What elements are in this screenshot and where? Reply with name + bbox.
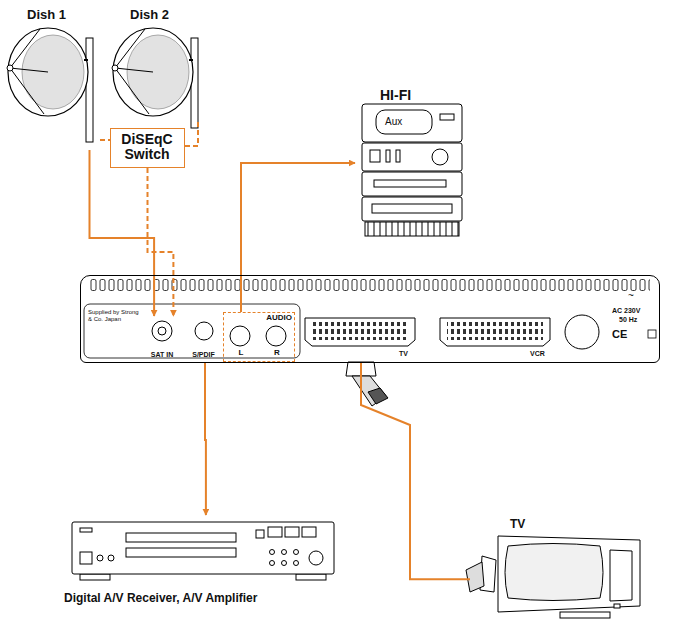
scart-pins [312,322,408,340]
label-text: Dish 1 [27,8,66,22]
av-receiver [72,522,334,580]
jack [195,322,213,340]
jack [266,326,286,346]
hifi-system: HI-FI Aux [355,88,470,238]
scart-pins [447,322,543,340]
port: S/PDIF [188,316,222,362]
satellite-dish [112,28,198,128]
label-text: HI-FI [380,88,411,103]
jack [152,321,172,341]
cable-connector [90,150,155,316]
cable-connector [185,122,198,146]
cable-connector [148,168,174,316]
label-text: L [234,349,248,358]
label-text: Supplied by Strong & Co. Japan [88,309,140,322]
scart-plug [466,556,496,592]
port: SAT IN [141,316,186,362]
label-text: VCR [530,350,545,358]
label-text: AUDIO [258,314,292,323]
spec-label: CE [612,328,627,340]
cable-connector [100,139,110,141]
label-text: R [270,349,284,358]
label-text: TV [399,350,408,358]
tv-set [498,536,640,618]
spec-label: AC 230V [612,307,640,315]
dish: Dish 2 [110,8,210,122]
label-text: Aux [385,116,402,127]
jack [158,327,166,335]
scart-plug [346,362,388,406]
label-text: Dish 2 [130,8,169,22]
av-receiver: Digital A/V Receiver, A/V Amplifier [62,515,347,607]
switch-box: DiSEqC Switch [110,128,185,168]
spec-label: ~ [628,290,634,301]
scart-socket [305,318,415,346]
cable-connector [241,163,355,312]
label-text: S/PDIF [188,351,219,359]
spec-label: 50 Hz [619,316,637,324]
tv-set: TV [470,518,648,620]
class-ii-symbol [648,330,656,338]
power-socket [565,315,599,349]
label-text: SAT IN [141,351,183,359]
scart-socket [440,318,550,346]
audio-port-group: AUDIO L R [223,312,295,362]
jack [230,326,250,346]
satellite-dish [7,28,93,142]
label-text: Digital A/V Receiver, A/V Amplifier [64,592,257,605]
scart-port: TV [301,314,421,362]
cable-connector [204,362,207,515]
label-text: DiSEqC Switch [111,132,183,163]
label-text: TV [510,518,525,531]
dish: Dish 1 [5,8,100,150]
receiver-housing: Supplied by Strong & Co. JapanSAT IN S/PD… [80,275,660,363]
hifi-stack [362,104,462,236]
cable-connector [361,362,470,579]
scart-port: VCR [436,314,556,362]
